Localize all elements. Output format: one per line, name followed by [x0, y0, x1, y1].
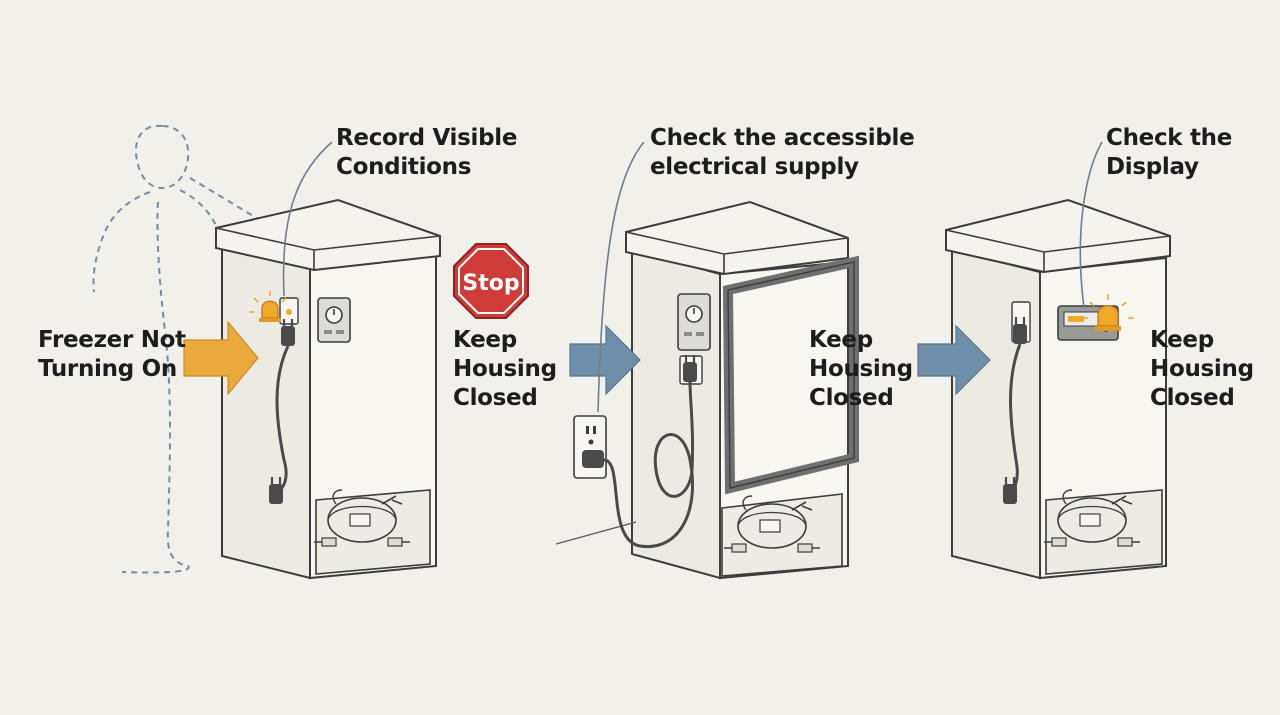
keep2-line-3: Closed — [809, 385, 894, 411]
step1-callout-line-2: Conditions — [336, 154, 472, 180]
leader-line-3 — [1079, 141, 1103, 309]
step3-callout: Check the Display — [1106, 124, 1232, 182]
keep2-line-1: Keep — [809, 327, 873, 353]
step3-callout-line-1: Check the — [1106, 125, 1233, 151]
start-arrow — [183, 320, 259, 396]
step2-callout: Check the accessible electrical supply — [650, 124, 915, 182]
step1-callout-line-1: Record Visible — [336, 125, 518, 151]
step-arrow-1 — [569, 324, 641, 396]
freezer-3 — [945, 198, 1171, 580]
step1-callout: Record Visible Conditions — [336, 124, 517, 182]
step2-callout-line-2: electrical supply — [650, 154, 859, 180]
keep1-line-1: Keep — [453, 327, 517, 353]
wall-outlet-icon — [573, 415, 607, 479]
control-knob-icon — [677, 293, 711, 351]
warning-light-icon — [1082, 294, 1134, 331]
keep3-line-2: Housing — [1150, 356, 1254, 382]
warning-light-icon — [249, 291, 291, 322]
stop-sign-label: Stop — [462, 271, 519, 296]
start-label-line-2: Turning On — [38, 356, 177, 382]
freezer-2 — [555, 200, 859, 580]
keep-housing-closed-label-3: Keep Housing Closed — [1150, 326, 1254, 413]
step-arrow-2 — [917, 324, 991, 396]
step2-callout-line-1: Check the accessible — [650, 125, 915, 151]
stop-sign-icon: Stop — [453, 243, 529, 319]
keep2-line-2: Housing — [809, 356, 913, 382]
leader-line-1 — [282, 141, 333, 297]
keep3-line-1: Keep — [1150, 327, 1214, 353]
start-label: Freezer Not Turning On — [38, 326, 186, 384]
step3-callout-line-2: Display — [1106, 154, 1199, 180]
keep1-line-3: Closed — [453, 385, 538, 411]
keep-housing-closed-label-2: Keep Housing Closed — [809, 326, 913, 413]
keep3-line-3: Closed — [1150, 385, 1235, 411]
leader-line-2 — [597, 141, 645, 413]
keep-housing-closed-label-1: Keep Housing Closed — [453, 326, 557, 413]
power-plug-icon — [582, 450, 604, 468]
start-label-line-1: Freezer Not — [38, 327, 186, 353]
freezer-1 — [215, 198, 441, 580]
keep1-line-2: Housing — [453, 356, 557, 382]
control-knob-icon — [317, 297, 351, 343]
